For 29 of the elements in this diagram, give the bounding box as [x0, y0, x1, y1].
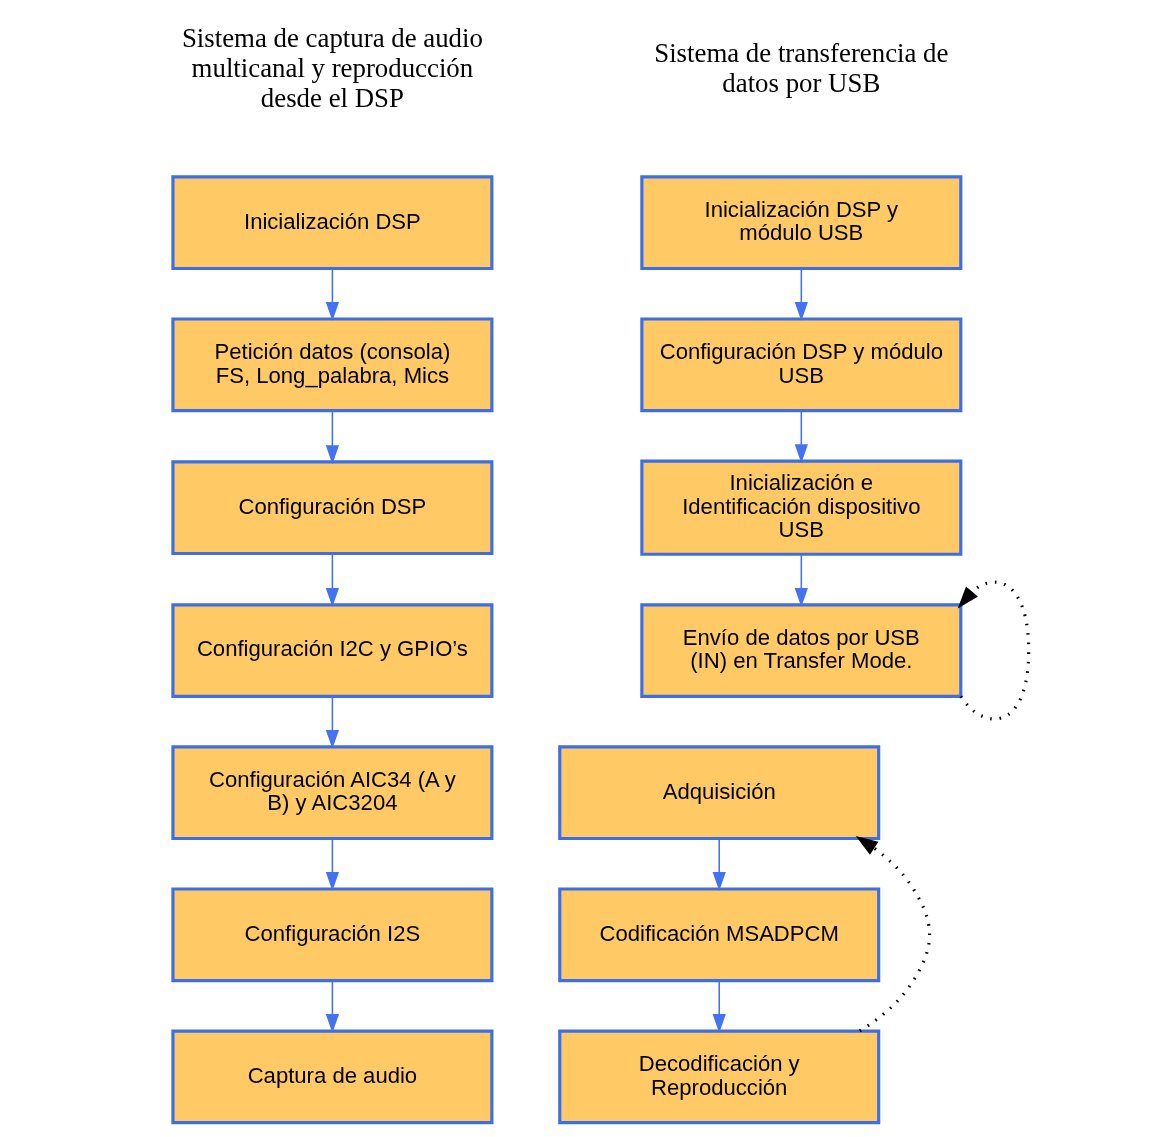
arrow	[325, 980, 339, 1034]
node-box: Inicialización DSP y módulo USB	[639, 175, 962, 271]
node-box: Petición datos (consola) FS, Long_palabra, Mics	[170, 317, 493, 413]
arrow	[794, 554, 808, 607]
arrow	[957, 580, 1030, 721]
node-box: Configuración I2C y GPIO’s	[170, 603, 493, 698]
node-box: Inicialización e Identificación dispositivo USB	[639, 459, 962, 556]
node-box: Decodificación y Reproducción	[557, 1029, 880, 1125]
node-box: Inicialización DSP	[170, 175, 493, 271]
arrow	[794, 268, 808, 321]
arrow	[855, 836, 931, 1033]
node-box: Adquisición	[557, 745, 880, 841]
arrow	[325, 268, 339, 321]
arrow	[712, 838, 726, 891]
node-box: Codificación MSADPCM	[557, 887, 880, 983]
arrow	[325, 552, 339, 607]
node-box: Captura de audio	[170, 1029, 493, 1125]
node-box: Configuración AIC34 (A y B) y AIC3204	[170, 745, 493, 841]
node-box: Envío de datos por USB (IN) en Transfer Mode.	[639, 603, 962, 698]
label: Sistema de captura de audio multicanal y reproducción desde el DSP	[181, 22, 483, 113]
arrow	[325, 696, 339, 749]
node-box: Configuración DSP y módulo USB	[639, 317, 962, 413]
arrow	[794, 409, 808, 464]
arrow	[325, 838, 339, 891]
arrow	[325, 409, 339, 465]
node-box: Configuración DSP	[170, 460, 493, 556]
label: Sistema de transferencia de datos por USB	[653, 37, 948, 98]
node-box: Configuración I2S	[170, 887, 493, 983]
arrow	[712, 980, 726, 1034]
